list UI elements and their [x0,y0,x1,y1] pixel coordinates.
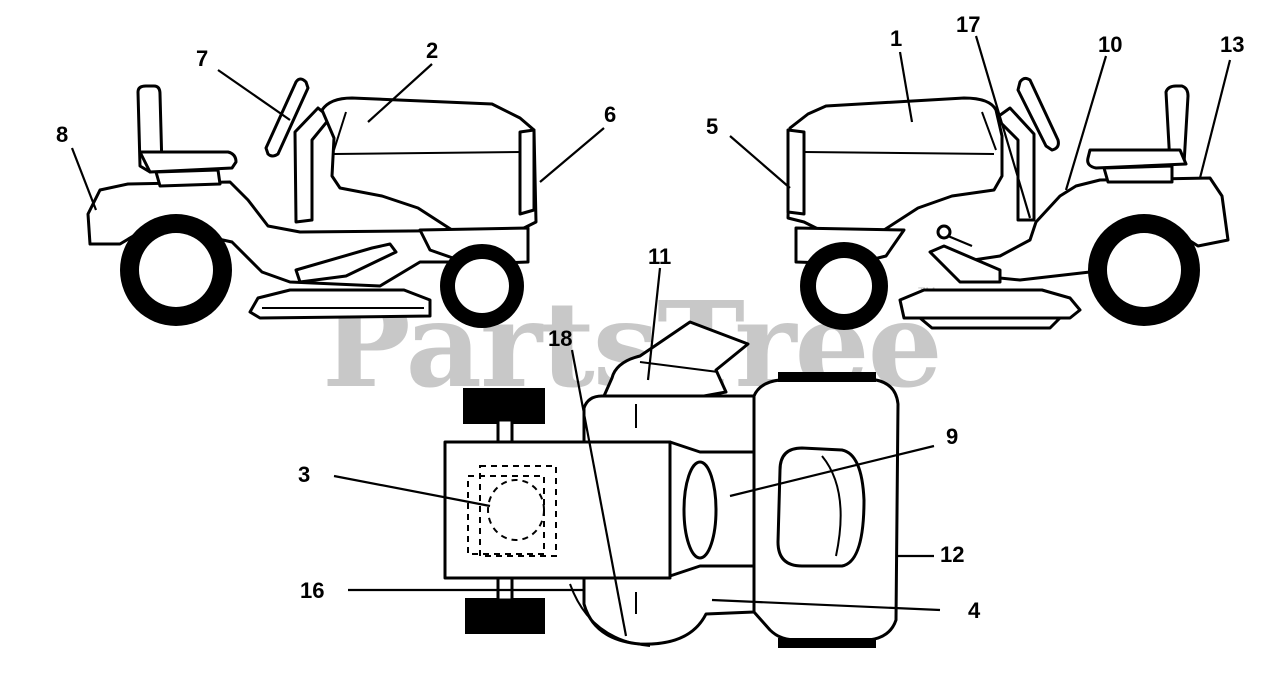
callout-11: 11 [648,244,671,269]
callout-13: 13 [1220,32,1244,57]
callout-8: 8 [56,122,68,147]
callout-10: 10 [1098,32,1122,57]
callout-9: 9 [946,424,958,449]
callout-1: 1 [890,26,902,51]
callout-12: 12 [940,542,964,567]
callout-17: 17 [956,12,980,37]
callout-4: 4 [968,598,981,623]
tractor-top-view [443,320,900,648]
callout-2: 2 [426,38,438,63]
tractor-left-side-view [86,77,538,328]
callout-labels: 7 2 6 8 1 17 10 13 5 11 18 9 3 12 16 4 [56,12,1244,623]
callout-3: 3 [298,462,310,487]
callout-7: 7 [196,46,208,71]
callout-5: 5 [706,114,718,139]
tractor-right-side-view [786,76,1230,330]
callout-16: 16 [300,578,324,603]
leader-lines [70,35,1232,637]
callout-18: 18 [548,326,572,351]
callout-6: 6 [604,102,616,127]
